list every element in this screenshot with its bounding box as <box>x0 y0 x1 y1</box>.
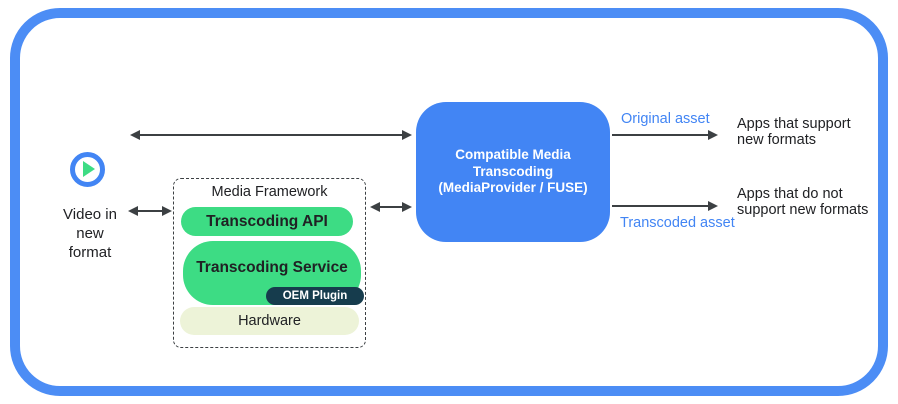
transcoder-box: Compatible Media Transcoding (MediaProvi… <box>416 102 610 242</box>
play-icon <box>70 152 105 187</box>
apps-support-label: Apps that support new formats <box>737 116 851 148</box>
apps-no-support-label: Apps that do not support new formats <box>737 186 869 218</box>
transcoding-service-label: Transcoding Service <box>196 259 348 276</box>
hardware-label: Hardware <box>238 313 301 329</box>
arrow-original-asset <box>612 133 708 137</box>
arrow-transcoded-asset <box>612 204 708 208</box>
oem-plugin-label: OEM Plugin <box>282 290 348 302</box>
hardware-layer: Hardware <box>180 307 359 335</box>
oem-plugin-badge: OEM Plugin <box>266 287 364 305</box>
video-source-label: Video in new format <box>63 206 117 261</box>
transcoding-api-label: Transcoding API <box>206 212 328 230</box>
transcoding-api-layer: Transcoding API <box>181 207 353 236</box>
transcoder-label: Compatible Media Transcoding (MediaProvi… <box>438 147 588 196</box>
arrow-framework-transcoder <box>380 205 402 209</box>
play-triangle-icon <box>83 161 95 177</box>
media-framework-box: Media Framework Transcoding API Transcod… <box>173 178 366 348</box>
arrow-video-transcoder <box>140 133 402 137</box>
arrow-video-framework <box>138 209 162 213</box>
media-framework-title: Media Framework <box>211 184 328 200</box>
original-asset-label: Original asset <box>621 111 710 127</box>
transcoded-asset-label: Transcoded asset <box>620 215 735 231</box>
